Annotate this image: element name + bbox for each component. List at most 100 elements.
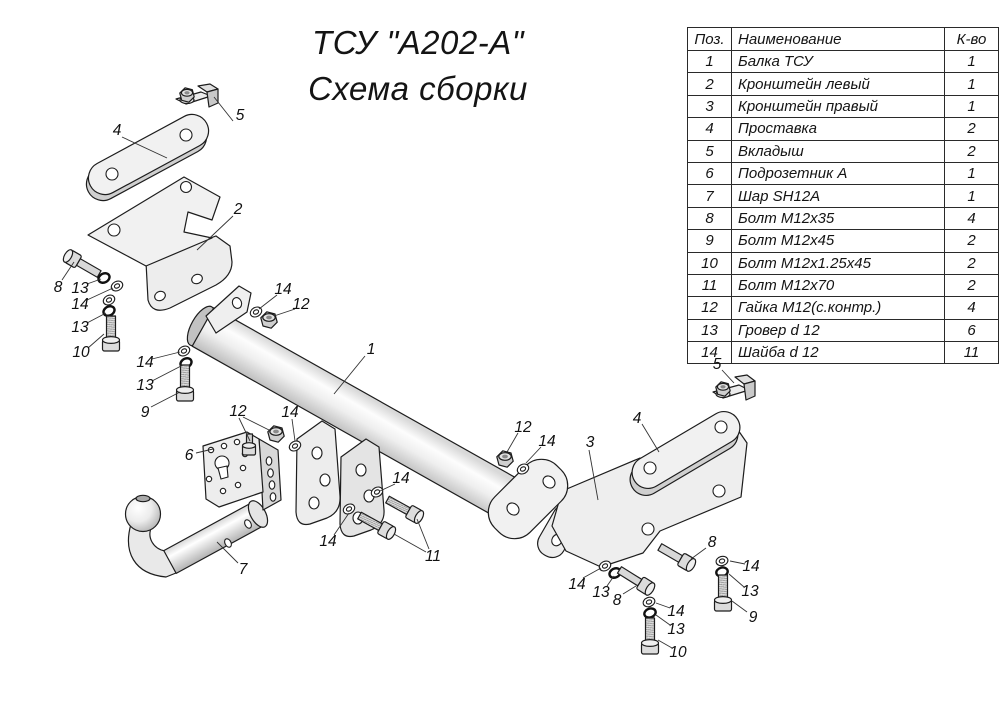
callout-number: 7 <box>239 561 249 578</box>
nut-12-a <box>260 311 278 329</box>
callout-number: 13 <box>71 280 89 297</box>
nut-on-insert-left <box>179 87 195 103</box>
callout-number: 13 <box>741 583 759 600</box>
callout-10: 10 <box>657 639 687 661</box>
cell-qty: 11 <box>944 341 999 365</box>
leader-line <box>273 308 296 317</box>
callout-14: 14 <box>281 404 299 442</box>
cell-name: Гровер d 12 <box>731 318 945 343</box>
callout-number: 2 <box>233 201 243 218</box>
title-line-2: Схема сборки <box>308 70 528 107</box>
cell-qty: 2 <box>944 251 999 275</box>
callout-4: 4 <box>633 410 660 453</box>
callout-14: 14 <box>319 512 350 550</box>
leader-line <box>393 533 427 553</box>
callout-number: 6 <box>185 447 194 464</box>
nut-12-c <box>496 450 514 468</box>
callout-14: 14 <box>379 470 410 492</box>
callout-12: 12 <box>229 403 272 442</box>
callout-4: 4 <box>113 122 168 159</box>
callout-number: 14 <box>392 470 410 487</box>
leader-line <box>216 541 239 564</box>
callout-13: 13 <box>728 573 759 600</box>
washer-14-j <box>642 596 656 608</box>
callout-6: 6 <box>185 447 214 464</box>
callout-number: 14 <box>319 533 337 550</box>
callout-number: 9 <box>141 404 150 421</box>
part-4-spacer-right <box>629 411 741 496</box>
cell-qty: 4 <box>944 296 999 320</box>
callout-number: 14 <box>274 281 292 298</box>
callout-number: 4 <box>633 410 642 427</box>
leader-line <box>655 614 671 626</box>
bolt-9-right <box>713 574 733 612</box>
callout-13: 13 <box>71 278 102 297</box>
leader-line <box>655 602 671 609</box>
callout-1: 1 <box>333 341 375 395</box>
leader-line <box>151 364 184 382</box>
cell-name: Шайба d 12 <box>731 341 945 365</box>
callout-number: 14 <box>742 558 760 575</box>
leader-line <box>606 575 615 587</box>
callout-14: 14 <box>729 558 760 575</box>
callout-number: 12 <box>229 403 247 420</box>
callout-2: 2 <box>196 201 243 251</box>
leader-line <box>238 417 251 442</box>
leader-line <box>195 448 214 454</box>
callout-number: 8 <box>54 279 63 296</box>
bolt-10-left <box>101 315 121 352</box>
grover-13-a <box>97 272 111 284</box>
callout-14: 14 <box>568 567 602 593</box>
callout-13: 13 <box>655 614 685 638</box>
callout-13: 13 <box>592 575 615 601</box>
callout-number: 9 <box>749 609 758 626</box>
grover-13-e <box>643 607 657 619</box>
nut-12-b <box>267 425 285 443</box>
cell-name: Гайка М12(с.контр.) <box>731 296 945 320</box>
leader-line <box>333 512 350 536</box>
callout-14: 14 <box>71 287 114 313</box>
callout-number: 13 <box>667 621 685 638</box>
beam-left-tab <box>205 285 252 334</box>
leader-line <box>213 96 234 122</box>
nut-on-insert-right <box>715 381 731 397</box>
leader-line <box>657 639 673 649</box>
leader-line <box>121 136 168 159</box>
bolt-9-left <box>175 364 195 402</box>
leader-line <box>150 391 181 408</box>
callout-number: 14 <box>538 433 556 450</box>
callout-5: 5 <box>213 96 245 124</box>
leader-line <box>690 547 707 560</box>
leader-line <box>258 294 278 310</box>
callout-number: 11 <box>425 548 441 565</box>
callout-12: 12 <box>506 419 532 453</box>
washer-14-f <box>370 486 384 498</box>
bolt-10-right <box>640 617 660 655</box>
callout-number: 5 <box>713 356 722 373</box>
part-6-socket-plate <box>202 431 282 511</box>
leader-line <box>506 432 519 453</box>
washer-14-c <box>177 345 191 357</box>
callout-number: 8 <box>613 592 622 609</box>
callout-8: 8 <box>613 585 637 609</box>
callout-8: 8 <box>690 534 717 560</box>
title-line-1: ТСУ "А202-А" <box>312 24 524 61</box>
cell-qty: 1 <box>944 49 999 74</box>
leader-line <box>721 369 735 384</box>
part-1-beam <box>186 285 517 517</box>
leader-line <box>525 446 542 464</box>
callout-number: 12 <box>292 296 310 313</box>
leader-line <box>242 416 272 432</box>
bolt-11-lower <box>357 511 397 540</box>
washer-14-i <box>598 560 612 572</box>
callout-number: 12 <box>514 419 532 436</box>
callout-12: 12 <box>273 296 310 317</box>
beam-right-end-plate <box>487 458 569 540</box>
